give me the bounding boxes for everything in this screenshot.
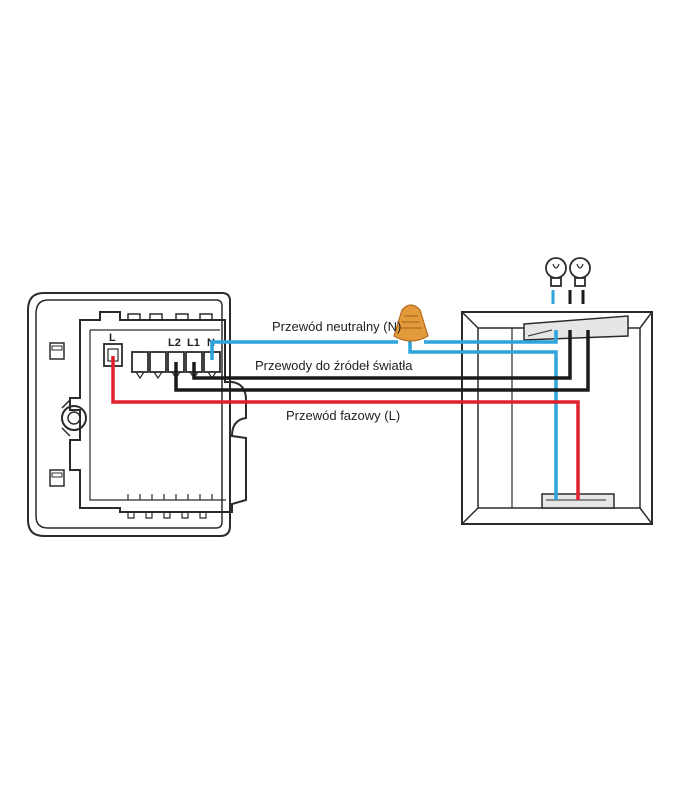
- junction-box: [461, 311, 653, 525]
- load-wires-label: Przewody do źródeł światła: [255, 358, 413, 373]
- phase-wire: [111, 356, 580, 500]
- neutral-wire-label: Przewód neutralny (N): [272, 319, 401, 334]
- terminal-label-l2: L2: [168, 337, 181, 349]
- wire-nut-icon: [393, 304, 429, 342]
- load-wires: [174, 330, 590, 392]
- neutral-wire: [210, 330, 558, 500]
- terminal-label-l1: L1: [187, 337, 200, 349]
- bulb-icon: [545, 257, 567, 287]
- bulb-leads: [551, 290, 585, 304]
- terminal-blocks-outputs: [131, 351, 221, 380]
- phase-wire-label: Przewód fazowy (L): [286, 408, 400, 423]
- bulb-icon: [569, 257, 591, 287]
- terminal-label-l: L: [109, 332, 116, 344]
- smart-switch-back: [27, 292, 247, 537]
